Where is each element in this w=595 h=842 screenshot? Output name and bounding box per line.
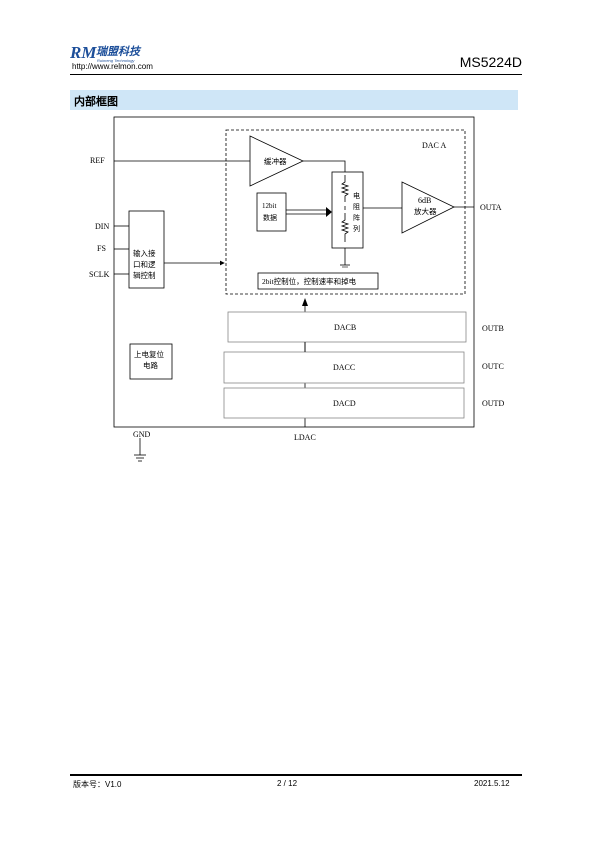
amplifier-label-2: 放大器	[414, 206, 437, 216]
din-pin-label: DIN	[95, 222, 109, 231]
ldac-bus-arrowhead	[302, 298, 308, 306]
chip-outline	[113, 116, 475, 428]
control-2bit-box	[257, 272, 379, 290]
interface-label-1: 输入接	[133, 248, 156, 258]
footer-version: 版本号：V1.0	[73, 780, 122, 789]
dacd-box	[223, 387, 465, 419]
power-on-reset-box	[129, 343, 173, 380]
dacc-label: DACC	[333, 363, 355, 372]
fs-pin-label: FS	[97, 244, 106, 253]
ldac-label: LDAC	[294, 433, 316, 442]
footer-divider	[70, 774, 522, 776]
por-label-1: 上电复位	[134, 349, 164, 359]
dacb-box	[227, 311, 467, 343]
header-divider	[70, 74, 522, 75]
footer-page-number: 2 / 12	[277, 779, 298, 788]
ref-pin-label: REF	[90, 156, 105, 165]
dacd-label: DACD	[333, 399, 356, 408]
logo-mark: RM	[70, 43, 97, 62]
resistor-label-1: 电	[353, 191, 360, 200]
amplifier-triangle	[401, 181, 455, 234]
data-12bit-line1: 12bit	[262, 202, 276, 210]
control-2bit-label: 2bit控制位，控制速率和掉电	[262, 276, 357, 286]
page-header: RM 瑞盟科技 Ruimeng Technology http://www.re…	[70, 40, 522, 76]
por-label-2: 电路	[143, 360, 158, 370]
buffer-triangle	[249, 135, 304, 187]
section-title: 内部框图	[74, 95, 118, 108]
interface-label-2: 口和逻	[133, 259, 156, 269]
gnd-label: GND	[133, 430, 151, 439]
interface-label-3: 辑控制	[133, 270, 156, 280]
resistor-label-3: 阵	[353, 213, 360, 222]
buffer-output-line	[303, 160, 346, 172]
part-number: MS5224D	[459, 54, 522, 70]
outc-label: OUTC	[482, 362, 504, 371]
resistor-array-box	[331, 171, 364, 249]
dac-a-region	[225, 129, 466, 295]
dacb-label: DACB	[334, 323, 356, 332]
resistor-label-4: 列	[353, 224, 360, 233]
dac-a-label: DAC A	[422, 141, 446, 150]
data-bus-arrowhead	[326, 207, 332, 217]
dacc-box	[223, 351, 465, 384]
logo-text: 瑞盟科技	[96, 45, 142, 58]
amplifier-label-1: 6dB	[418, 196, 431, 205]
company-logo: RM 瑞盟科技 Ruimeng Technology	[70, 43, 142, 63]
interface-logic-box	[128, 210, 165, 289]
logo-subtext: Ruimeng Technology	[97, 58, 135, 63]
outa-label: OUTA	[480, 203, 502, 212]
outb-label: OUTB	[482, 324, 504, 333]
section-header: 内部框图	[70, 90, 518, 110]
buffer-label: 缓冲器	[264, 156, 287, 166]
footer-date: 2021.5.12	[474, 779, 510, 788]
resistor-label-2: 阻	[353, 202, 360, 211]
company-url[interactable]: http://www.relmon.com	[72, 62, 153, 71]
resistor-zigzag-lower	[340, 213, 350, 242]
data-12bit-box	[256, 192, 287, 232]
outd-label: OUTD	[482, 399, 504, 408]
resistor-zigzag-upper	[340, 175, 350, 202]
data-12bit-line2: 数据	[263, 213, 277, 222]
sclk-pin-label: SCLK	[89, 270, 110, 279]
